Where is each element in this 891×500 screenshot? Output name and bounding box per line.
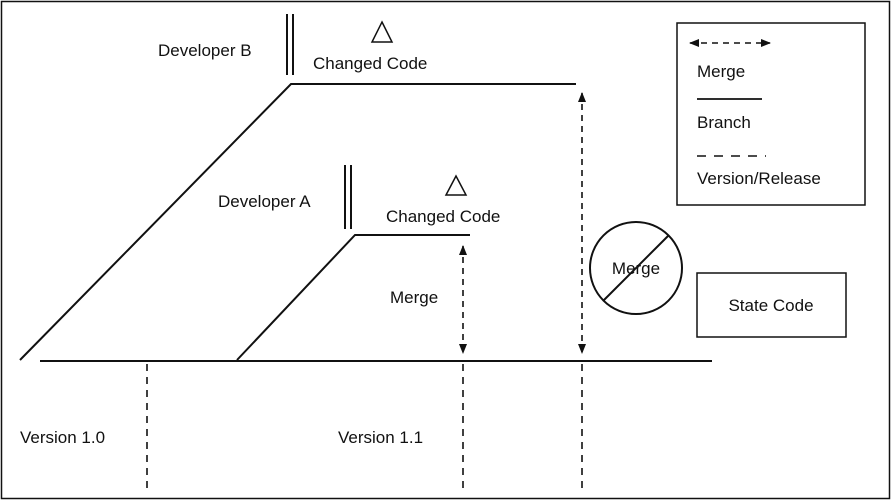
legend-version-label: Version/Release xyxy=(697,169,821,188)
developer-a-label: Developer A xyxy=(218,192,311,211)
version-1-0-label: Version 1.0 xyxy=(20,428,105,447)
developer-b-lock-icon xyxy=(286,14,294,75)
developer-b-label: Developer B xyxy=(158,41,252,60)
branch-a-line xyxy=(236,234,470,361)
merge-a-label: Merge xyxy=(390,288,438,307)
developer-b-changed-code-label: Changed Code xyxy=(313,54,427,73)
legend-box xyxy=(676,22,866,206)
developer-a-lock-icon xyxy=(344,165,352,229)
developer-b-delta-icon xyxy=(370,20,394,43)
legend-branch-label: Branch xyxy=(697,113,751,132)
branch-b-line xyxy=(19,83,576,361)
legend-merge-label: Merge xyxy=(697,62,745,81)
developer-a-changed-code-label: Changed Code xyxy=(386,207,500,226)
no-merge-label: Merge xyxy=(612,259,660,278)
state-code-label: State Code xyxy=(728,296,813,315)
version-1-1-label: Version 1.1 xyxy=(338,428,423,447)
state-code-box xyxy=(696,272,847,338)
no-merge-icon xyxy=(589,221,683,315)
legend: Merge Branch Version/Release xyxy=(676,22,866,206)
developer-a-delta-icon xyxy=(444,174,468,196)
